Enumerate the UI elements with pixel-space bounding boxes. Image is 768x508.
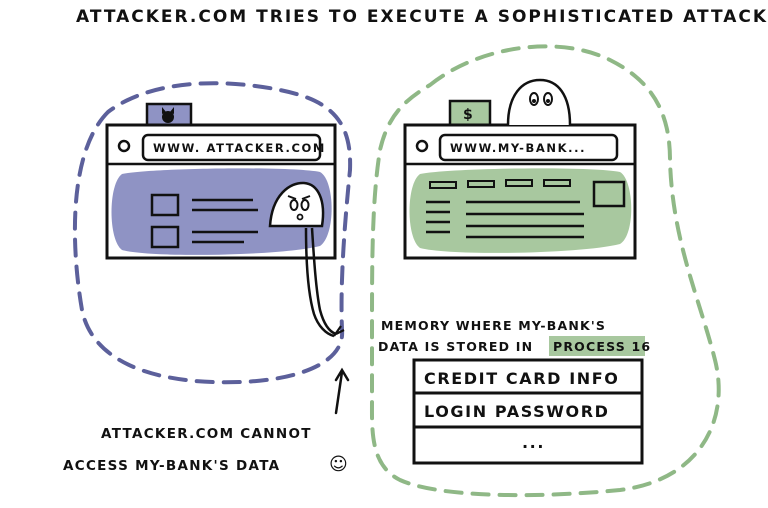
bank-ghost-body [506,78,572,126]
bank-page-content [409,168,632,253]
memory-table: CREDIT CARD INFO LOGIN PASSWORD ... [412,358,644,465]
ghost-angry-eyebrows [287,195,311,200]
bank-tab [448,99,492,127]
bank-nav-item [505,179,533,187]
bank-url: WWW.MY-BANK... [450,141,586,155]
attacker-caption-line1: ATTACKER.COM CANNOT [101,426,312,442]
attacker-content-box-1 [150,193,180,217]
process-label: PROCESS 16 [553,339,651,354]
attacker-process-boundary [72,81,353,385]
memory-label-line1: MEMORY WHERE MY-BANK'S [381,318,606,333]
dollar-icon: $ [463,107,473,123]
diagram-title: ATTACKER.COM TRIES TO EXECUTE A SOPHISTI… [76,7,768,27]
bank-content-box [592,180,626,208]
ghost-hand-fingers [333,325,345,337]
memory-row: CREDIT CARD INFO [424,369,619,388]
cat-face-icon [162,107,174,123]
ghost-eye-right [543,92,553,106]
attacker-url: WWW. ATTACKER.COM [153,141,326,155]
memory-row: LOGIN PASSWORD [424,402,610,421]
attacker-browser: WWW. ATTACKER.COM [105,102,337,260]
bank-ghost [506,78,572,126]
bank-address-bar[interactable] [438,133,619,162]
ghost-mouth [296,213,304,221]
bank-browser: $ WWW.MY-BANK... [403,99,637,260]
ghost-eye-left [289,199,299,211]
ghost-long-arm [304,227,337,338]
process-highlight [549,336,645,356]
bank-browser-button-icon [415,139,429,153]
bank-process-boundary [369,44,721,498]
attacker-address-bar[interactable] [141,133,322,162]
attacker-content-box-2 [150,225,180,249]
smiley-icon: ☺ [329,454,348,475]
arrow-icon [334,367,350,415]
bank-nav-item [429,181,457,189]
bank-nav-item [543,179,571,187]
memory-label-line2: DATA IS STORED IN [378,339,533,354]
ghost-eye-left [529,92,539,106]
attacker-page-content [111,168,332,255]
attacker-ghost-body [268,181,325,228]
ghost-eye-right [300,199,310,211]
attacker-browser-button-icon [117,139,131,153]
attacker-ghost [268,181,345,338]
memory-row: ... [522,433,545,452]
bank-nav-item [467,180,495,188]
attacker-caption-line2: ACCESS MY-BANK'S DATA [63,458,280,474]
